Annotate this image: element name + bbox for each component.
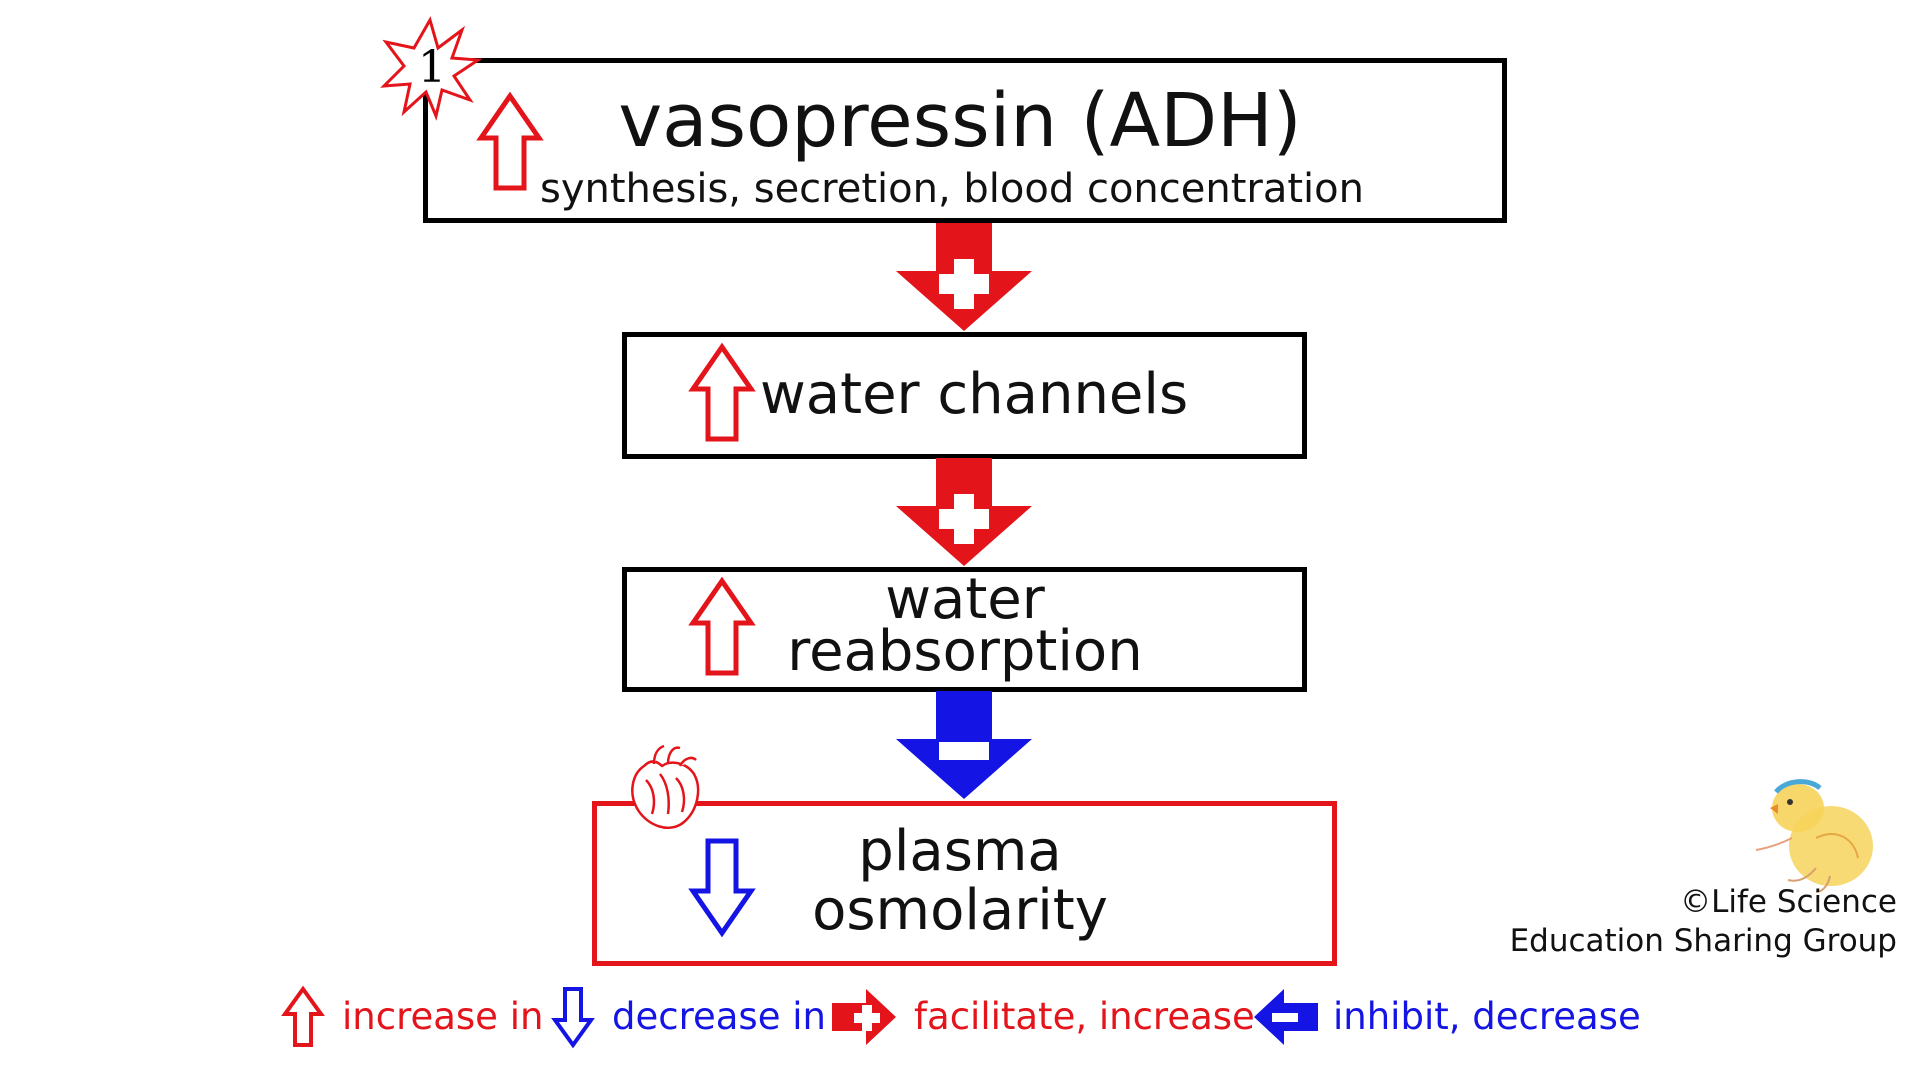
step-number-badge: 1 xyxy=(418,42,446,93)
inhibit-connector xyxy=(896,691,1032,799)
vasopressin-box xyxy=(423,58,1507,223)
legend-facilitate-icon xyxy=(832,989,896,1045)
water-reabsorption-line2: reabsorption xyxy=(787,619,1143,684)
starburst-icon xyxy=(380,16,483,121)
plasma-osmolarity-line2: osmolarity xyxy=(812,878,1108,943)
facilitate-connector xyxy=(896,458,1032,566)
increase-arrow-icon xyxy=(688,342,756,442)
decrease-arrow-icon xyxy=(688,838,756,938)
legend-facilitate-label: facilitate, increase xyxy=(914,995,1255,1038)
legend-increase-icon xyxy=(281,985,325,1047)
legend-inhibit-icon xyxy=(1254,989,1318,1045)
vasopressin-subtitle: synthesis, secretion, blood concentratio… xyxy=(540,166,1364,212)
copyright-line1: ©Life Science xyxy=(1680,884,1897,920)
legend-decrease-icon xyxy=(551,987,595,1049)
legend-increase-label: increase in xyxy=(342,995,544,1038)
legend-inhibit-label: inhibit, decrease xyxy=(1333,995,1641,1038)
increase-arrow-icon xyxy=(476,91,544,191)
heart-icon xyxy=(631,744,700,829)
vasopressin-title: vasopressin (ADH) xyxy=(618,78,1302,164)
legend-decrease-label: decrease in xyxy=(612,995,826,1038)
plasma-osmolarity-line1: plasma xyxy=(858,819,1062,884)
chick-mascot-icon xyxy=(1755,779,1873,893)
increase-arrow-icon xyxy=(688,576,756,676)
copyright-line2: Education Sharing Group xyxy=(1509,923,1897,959)
water-reabsorption-line1: water xyxy=(885,567,1045,632)
water-channels-title: water channels xyxy=(760,362,1189,427)
facilitate-connector xyxy=(896,223,1032,331)
